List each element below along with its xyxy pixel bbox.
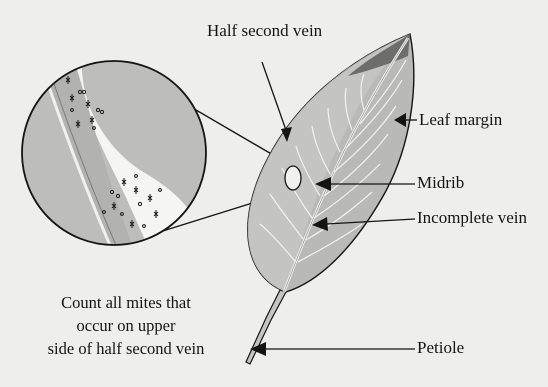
inspection-spot (285, 166, 301, 190)
caption-line-2: occur on upper (0, 314, 252, 337)
label-half-second-vein: Half second vein (207, 22, 322, 39)
caption: Count all mites that occur on upper side… (0, 291, 252, 360)
caption-line-3: side of half second vein (0, 337, 252, 360)
label-petiole: Petiole (417, 339, 464, 356)
label-incomplete-vein: Incomplete vein (417, 209, 527, 226)
label-midrib: Midrib (417, 174, 464, 191)
caption-line-1: Count all mites that (0, 291, 252, 314)
label-leaf-margin: Leaf margin (419, 111, 502, 128)
leader-half-second-vein (262, 62, 287, 133)
